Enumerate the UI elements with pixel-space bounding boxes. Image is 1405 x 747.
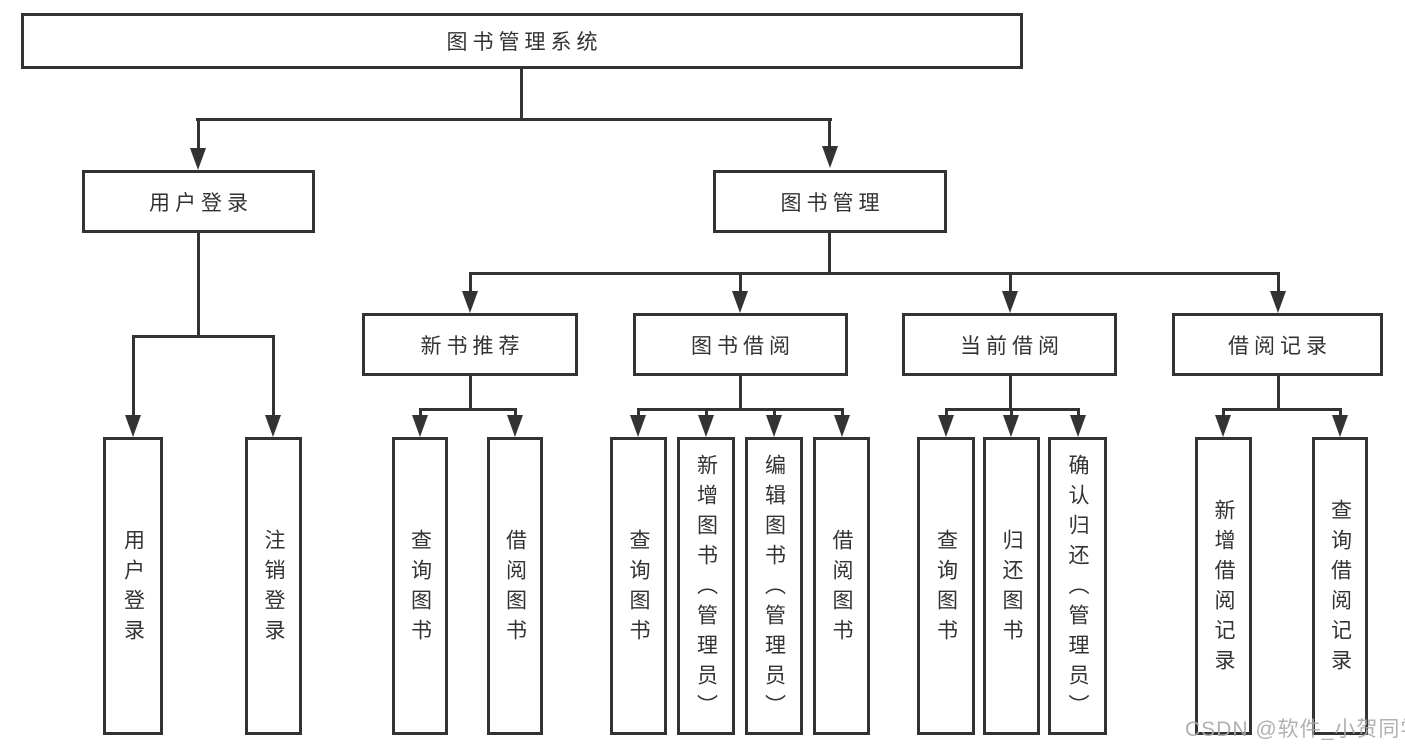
connector-line bbox=[520, 69, 523, 121]
arrow-down-icon bbox=[698, 415, 714, 437]
connector-line bbox=[1009, 376, 1012, 410]
node-library-system-label: 图书管理系统 bbox=[446, 31, 603, 54]
leaf-query-borrow-record: 查询借阅记录 bbox=[1312, 437, 1368, 735]
leaf-logout: 注销登录 bbox=[245, 437, 302, 735]
connector-line bbox=[469, 272, 472, 293]
node-borrowing-records-label: 借阅记录 bbox=[1228, 334, 1332, 358]
leaf-confirm-return-admin: 确认归还（管理员） bbox=[1048, 437, 1107, 735]
leaf-user-login-label: 用户登录 bbox=[121, 529, 145, 649]
node-book-borrowing: 图书借阅 bbox=[633, 313, 848, 376]
leaf-add-borrow-record-label: 新增借阅记录 bbox=[1212, 499, 1235, 679]
connector-line bbox=[841, 408, 844, 417]
leaf-query-book-borrowing-label: 查询图书 bbox=[627, 529, 650, 649]
arrow-down-icon bbox=[1270, 291, 1286, 313]
leaf-return-book: 归还图书 bbox=[983, 437, 1040, 735]
connector-line bbox=[1222, 408, 1342, 411]
arrow-down-icon bbox=[938, 415, 954, 437]
arrow-down-icon bbox=[1332, 415, 1348, 437]
arrow-down-icon bbox=[125, 415, 141, 437]
node-user-login: 用户登录 bbox=[82, 170, 315, 233]
connector-line bbox=[469, 272, 1280, 275]
leaf-borrow-book-borrowing: 借阅图书 bbox=[813, 437, 870, 735]
connector-line bbox=[828, 118, 831, 149]
connector-line bbox=[1077, 408, 1080, 417]
arrow-down-icon bbox=[1070, 415, 1086, 437]
leaf-return-book-label: 归还图书 bbox=[1000, 529, 1023, 649]
connector-line bbox=[272, 335, 275, 417]
node-library-system: 图书管理系统 bbox=[21, 13, 1023, 69]
connector-line bbox=[637, 408, 640, 417]
node-new-book-recommend: 新书推荐 bbox=[362, 313, 578, 376]
leaf-confirm-return-admin-label: 确认归还（管理员） bbox=[1066, 454, 1089, 724]
leaf-edit-book-admin: 编辑图书（管理员） bbox=[745, 437, 803, 735]
leaf-borrow-book-recommend-label: 借阅图书 bbox=[503, 529, 527, 649]
arrow-down-icon bbox=[766, 415, 782, 437]
node-new-book-recommend-label: 新书推荐 bbox=[420, 334, 525, 358]
arrow-down-icon bbox=[462, 291, 478, 313]
leaf-logout-label: 注销登录 bbox=[262, 529, 285, 649]
connector-line bbox=[1277, 376, 1280, 410]
node-book-management-label: 图书管理 bbox=[780, 191, 885, 215]
arrow-down-icon bbox=[190, 148, 206, 170]
node-book-borrowing-label: 图书借阅 bbox=[691, 334, 795, 358]
leaf-user-login: 用户登录 bbox=[103, 437, 163, 735]
connector-line bbox=[197, 233, 200, 337]
connector-line bbox=[773, 408, 776, 417]
connector-line bbox=[828, 233, 831, 275]
node-user-login-label: 用户登录 bbox=[149, 191, 253, 215]
connector-line bbox=[419, 408, 517, 411]
node-borrowing-records: 借阅记录 bbox=[1172, 313, 1383, 376]
connector-line bbox=[197, 118, 200, 151]
connector-line bbox=[196, 118, 832, 121]
arrow-down-icon bbox=[732, 291, 748, 313]
arrow-down-icon bbox=[1003, 415, 1019, 437]
arrow-down-icon bbox=[822, 146, 838, 168]
connector-line bbox=[132, 335, 135, 417]
connector-line bbox=[1009, 272, 1012, 293]
connector-line bbox=[739, 376, 742, 410]
leaf-borrow-book-borrowing-label: 借阅图书 bbox=[830, 529, 853, 649]
arrow-down-icon bbox=[265, 415, 281, 437]
leaf-edit-book-admin-label: 编辑图书（管理员） bbox=[762, 454, 786, 724]
arrow-down-icon bbox=[507, 415, 523, 437]
leaf-query-book-recommend: 查询图书 bbox=[392, 437, 448, 735]
leaf-query-book-current-label: 查询图书 bbox=[934, 529, 958, 649]
leaf-query-borrow-record-label: 查询借阅记录 bbox=[1328, 499, 1352, 679]
connector-line bbox=[637, 408, 843, 411]
leaf-query-book-recommend-label: 查询图书 bbox=[408, 529, 432, 649]
connector-line bbox=[419, 408, 422, 417]
node-current-borrowing-label: 当前借阅 bbox=[960, 334, 1064, 358]
arrow-down-icon bbox=[412, 415, 428, 437]
connector-line bbox=[1222, 408, 1225, 417]
arrow-down-icon bbox=[1002, 291, 1018, 313]
arrow-down-icon bbox=[1215, 415, 1231, 437]
connector-line bbox=[1339, 408, 1342, 417]
leaf-add-book-admin-label: 新增图书（管理员） bbox=[694, 454, 718, 724]
connector-line bbox=[705, 408, 708, 417]
csdn-watermark: CSDN @软件_小贺同学 bbox=[1185, 718, 1405, 741]
connector-line bbox=[1277, 272, 1280, 293]
connector-line bbox=[945, 408, 948, 417]
leaf-query-book-current: 查询图书 bbox=[917, 437, 975, 735]
leaf-add-borrow-record: 新增借阅记录 bbox=[1195, 437, 1252, 735]
connector-line bbox=[514, 408, 517, 417]
arrow-down-icon bbox=[834, 415, 850, 437]
connector-line bbox=[739, 272, 742, 293]
leaf-borrow-book-recommend: 借阅图书 bbox=[487, 437, 543, 735]
leaf-add-book-admin: 新增图书（管理员） bbox=[677, 437, 735, 735]
connector-line bbox=[1010, 408, 1013, 417]
node-current-borrowing: 当前借阅 bbox=[902, 313, 1117, 376]
arrow-down-icon bbox=[630, 415, 646, 437]
leaf-query-book-borrowing: 查询图书 bbox=[610, 437, 667, 735]
node-book-management: 图书管理 bbox=[713, 170, 947, 233]
connector-line bbox=[469, 376, 472, 410]
connector-line bbox=[132, 335, 275, 338]
